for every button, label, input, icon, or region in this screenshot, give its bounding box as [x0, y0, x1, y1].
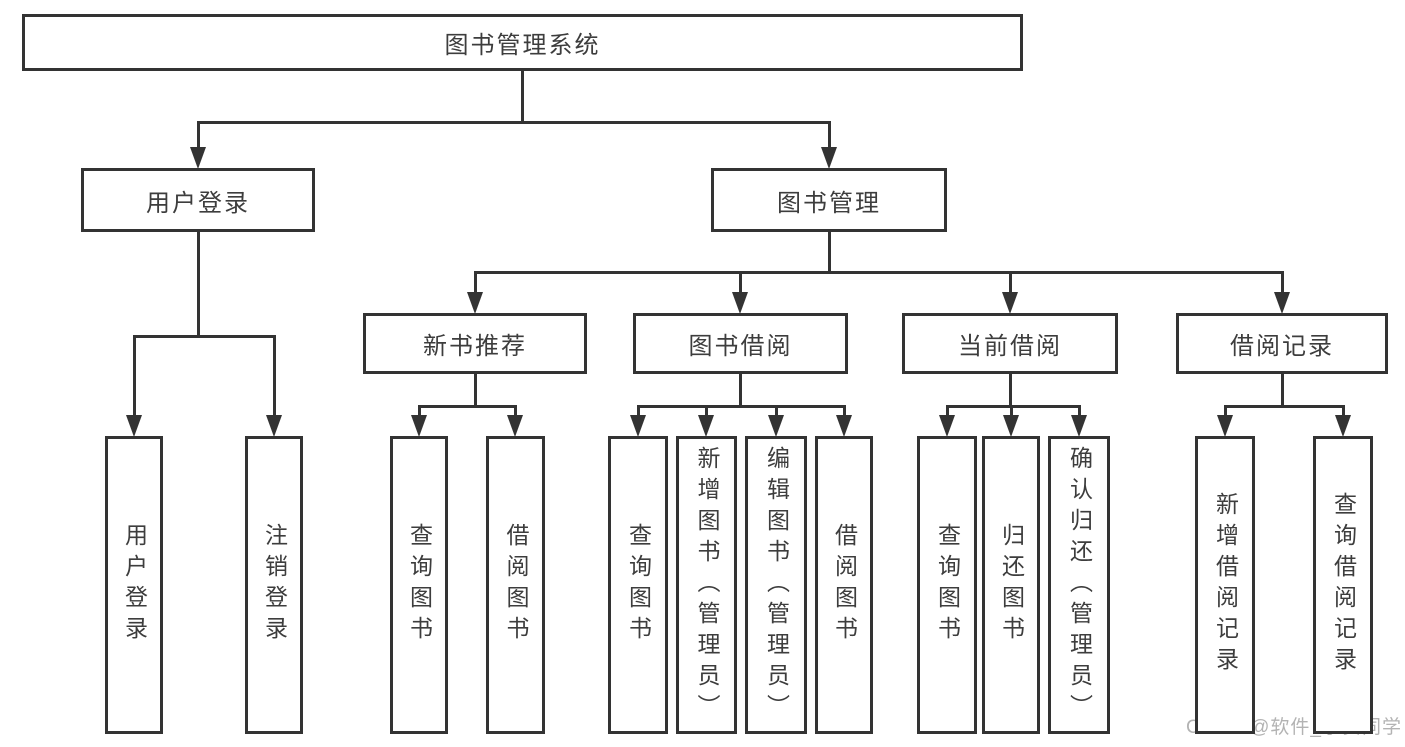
connector-line — [774, 406, 778, 418]
connector-line — [842, 406, 846, 418]
node-rec-borrow-book: 借阅图书 — [486, 436, 545, 734]
node-cb-query-book-label: 查询图书 — [934, 523, 961, 647]
connector-arrow-down — [265, 415, 282, 437]
node-cb-confirm-return-label: 确认归还（管理员） — [1066, 445, 1093, 725]
connector-line — [272, 336, 276, 418]
node-book-borrow: 图书借阅 — [633, 313, 848, 374]
node-book-mgmt: 图书管理 — [711, 168, 947, 232]
connector-arrow-down — [732, 292, 748, 314]
connector-arrow-down — [1273, 292, 1290, 314]
connector-arrow-down — [466, 292, 483, 314]
connector-arrow-down — [1216, 415, 1233, 437]
node-book-borrow-label: 图书借阅 — [688, 333, 793, 360]
node-bb-add-book-label: 新增图书（管理员） — [694, 445, 720, 725]
node-root-label: 图书管理系统 — [444, 32, 601, 59]
connector-line — [827, 232, 831, 274]
node-cb-return-book: 归还图书 — [982, 436, 1040, 734]
connector-arrow-down — [507, 415, 523, 437]
connector-line — [739, 374, 742, 408]
connector-line — [473, 272, 477, 295]
node-cb-confirm-return: 确认归还（管理员） — [1048, 436, 1110, 734]
connector-line — [417, 404, 517, 408]
node-rec-borrow-book-label: 借阅图书 — [503, 523, 529, 647]
connector-arrow-down — [125, 415, 142, 437]
node-logout-leaf: 注销登录 — [245, 436, 303, 734]
connector-line — [739, 272, 742, 295]
node-login-leaf: 用户登录 — [105, 436, 163, 734]
connector-line — [473, 270, 1284, 274]
connector-line — [417, 406, 421, 418]
connector-line — [514, 406, 517, 418]
connector-arrow-down — [698, 415, 714, 437]
connector-line — [1009, 406, 1013, 418]
connector-arrow-down — [767, 415, 784, 437]
node-cb-query-book: 查询图书 — [917, 436, 977, 734]
connector-line — [1008, 374, 1012, 408]
node-rec-query-book: 查询图书 — [390, 436, 448, 734]
connector-arrow-down — [1002, 415, 1019, 437]
connector-arrow-down — [938, 415, 955, 437]
node-bb-add-book: 新增图书（管理员） — [676, 436, 737, 734]
connector-arrow-down — [1001, 292, 1018, 314]
node-borrow-record: 借阅记录 — [1176, 313, 1388, 374]
node-br-add-record-label: 新增借阅记录 — [1212, 492, 1239, 678]
connector-arrow-down — [629, 415, 646, 437]
connector-line — [636, 406, 640, 418]
connector-line — [1341, 406, 1345, 418]
node-br-query-record: 查询借阅记录 — [1313, 436, 1373, 734]
node-new-book-rec-label: 新书推荐 — [423, 333, 527, 360]
connector-line — [1223, 404, 1345, 408]
node-current-borrow-label: 当前借阅 — [958, 333, 1062, 360]
connector-line — [945, 406, 949, 418]
node-borrow-record-label: 借阅记录 — [1230, 333, 1334, 360]
connector-arrow-down — [410, 415, 427, 437]
connector-line — [1280, 374, 1284, 408]
connector-arrow-down — [820, 147, 837, 169]
connector-line — [1077, 406, 1081, 418]
connector-line — [521, 71, 524, 124]
connector-line — [132, 336, 136, 418]
connector-line — [473, 374, 477, 408]
node-book-mgmt-label: 图书管理 — [777, 189, 881, 217]
node-logout-leaf-label: 注销登录 — [261, 523, 288, 647]
connector-arrow-down — [835, 415, 852, 437]
node-rec-query-book-label: 查询图书 — [406, 523, 433, 647]
connector-line — [1223, 406, 1227, 418]
node-cb-return-book-label: 归还图书 — [998, 523, 1025, 647]
node-bb-edit-book-label: 编辑图书（管理员） — [763, 445, 790, 725]
connector-line — [945, 404, 1081, 408]
connector-line — [196, 232, 200, 338]
node-bb-borrow-book: 借阅图书 — [815, 436, 873, 734]
node-bb-query-book-label: 查询图书 — [625, 523, 652, 647]
node-login-leaf-label: 用户登录 — [121, 523, 148, 647]
connector-line — [132, 334, 276, 338]
connector-line — [636, 404, 846, 408]
connector-line — [196, 122, 200, 150]
connector-arrow-down — [189, 147, 206, 169]
node-user-login-label: 用户登录 — [146, 189, 250, 217]
connector-line — [705, 406, 708, 418]
connector-arrow-down — [1334, 415, 1351, 437]
node-user-login: 用户登录 — [81, 168, 315, 232]
connector-line — [1280, 272, 1284, 295]
node-br-add-record: 新增借阅记录 — [1195, 436, 1255, 734]
connector-line — [196, 120, 831, 124]
node-bb-borrow-book-label: 借阅图书 — [831, 523, 858, 647]
node-bb-edit-book: 编辑图书（管理员） — [745, 436, 807, 734]
node-bb-query-book: 查询图书 — [608, 436, 668, 734]
node-current-borrow: 当前借阅 — [902, 313, 1118, 374]
node-new-book-rec: 新书推荐 — [363, 313, 587, 374]
node-br-query-record-label: 查询借阅记录 — [1330, 492, 1357, 678]
connector-line — [827, 122, 831, 150]
connector-arrow-down — [1070, 415, 1087, 437]
node-root: 图书管理系统 — [22, 14, 1023, 71]
connector-line — [1008, 272, 1012, 295]
